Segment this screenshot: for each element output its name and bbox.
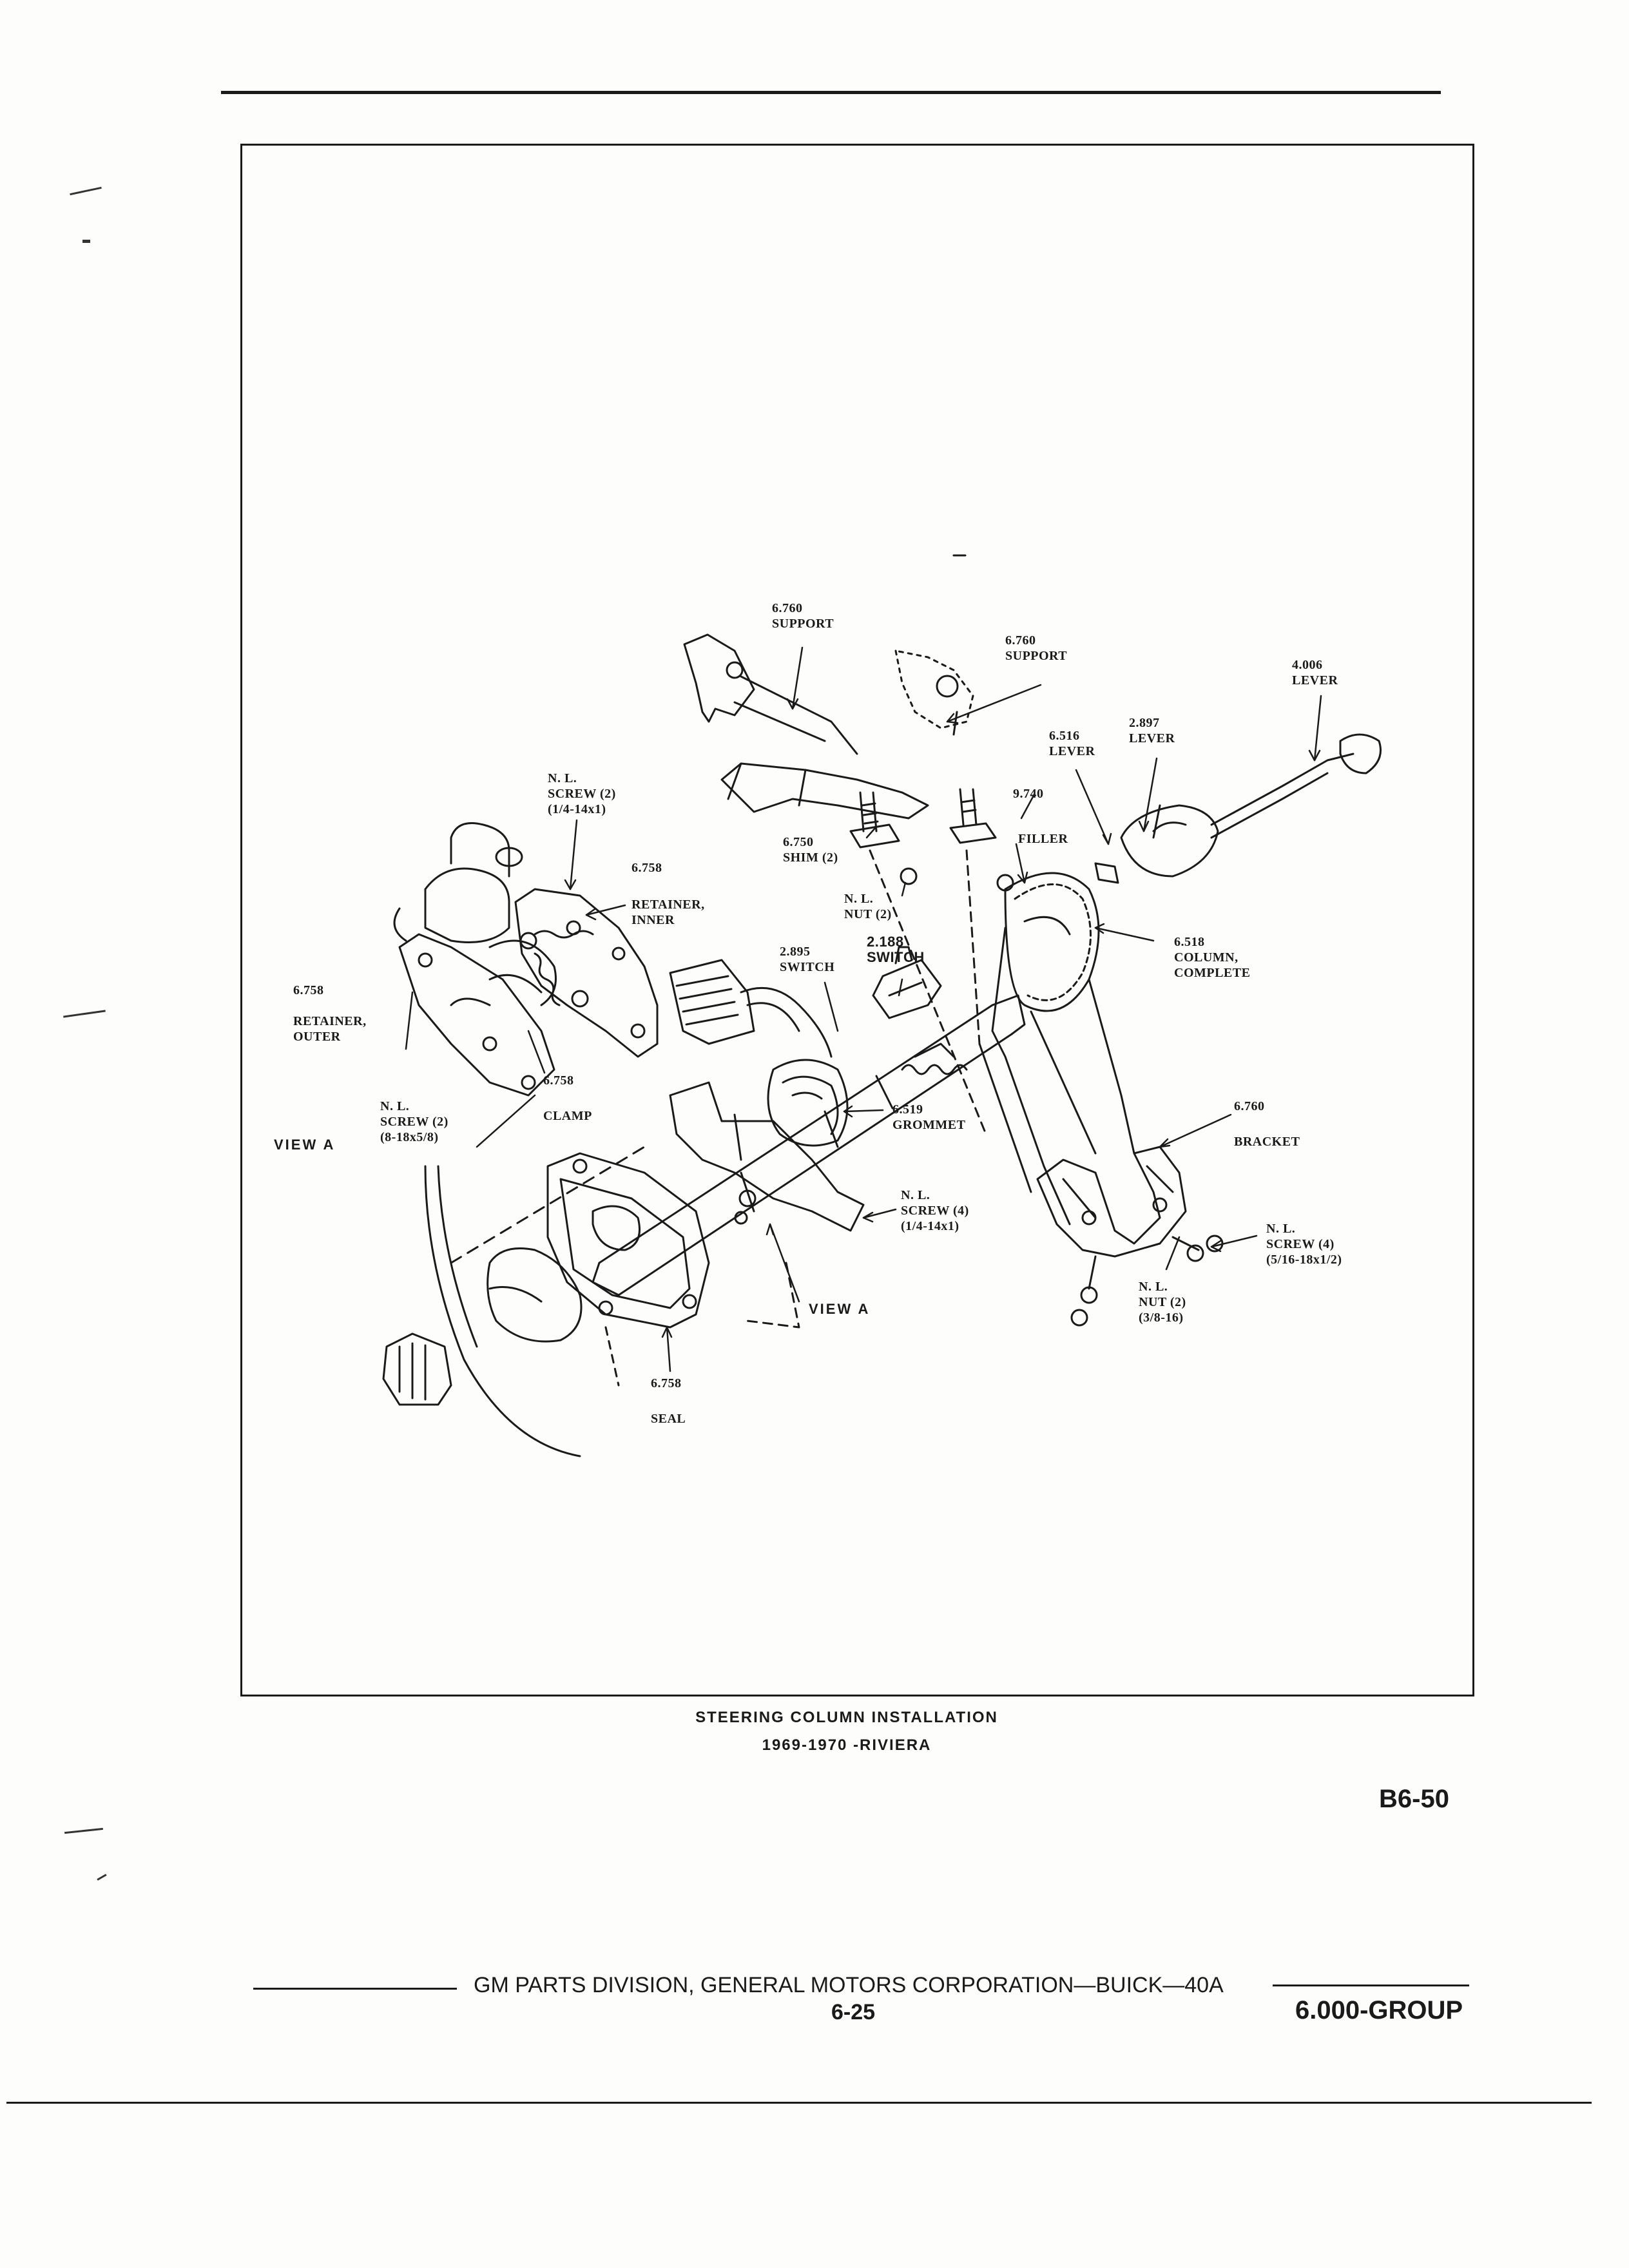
page-code: B6-50: [1379, 1785, 1449, 1813]
figure-caption-subtitle: 1969-1970 -RIVIERA: [762, 1736, 932, 1754]
stud-left: [859, 791, 878, 832]
firewall-plate: [546, 1152, 710, 1329]
lower-bracket: [1036, 1146, 1224, 1327]
callout-6758-seal: 6.758: [651, 1376, 682, 1390]
floor-curve: [424, 1165, 581, 1457]
callout-nl-screw-4-right: N. L.SCREW (4)(5/16-18x1/2): [1266, 1222, 1342, 1267]
lower-opening: [487, 1247, 583, 1343]
footer-publisher: GM PARTS DIVISION, GENERAL MOTORS CORPOR…: [474, 1973, 1224, 1997]
scan-mark: [82, 240, 90, 243]
shim-right: [949, 822, 997, 844]
footer-rule-left: [253, 1988, 457, 1990]
callout-nl-screw-inner: N. L.SCREW (2)(1/4-14x1): [548, 771, 616, 816]
switch-block: [669, 959, 833, 1058]
callout-view-a-left: VIEW A: [274, 1137, 336, 1153]
top-rule: [221, 91, 1441, 94]
panel-brace: [720, 762, 929, 820]
callout-seal: SEAL: [651, 1412, 686, 1426]
switch-assembly: [872, 946, 942, 1019]
callout-bracket: BRACKET: [1234, 1135, 1300, 1149]
steering-shaft-stub: [393, 822, 523, 943]
callout-nl-screw-4-center: N. L.SCREW (4)(1/4-14x1): [901, 1188, 969, 1233]
upper-support-right: [894, 649, 974, 736]
callout-6758-clamp: 6.758: [543, 1073, 574, 1088]
footer-group: 6.000-GROUP: [1295, 1996, 1463, 2024]
figure-caption-title: STEERING COLUMN INSTALLATION: [695, 1709, 998, 1726]
clamp: [482, 932, 589, 1052]
callout-6760-bracket: 6.760: [1234, 1099, 1265, 1113]
shift-lever: [1094, 733, 1382, 884]
callout-retainer-inner: RETAINER,INNER: [631, 898, 705, 927]
lower-mount-plate: [669, 1081, 865, 1232]
nut: [900, 867, 918, 885]
callout-nl-nut-bottom: N. L.NUT (2)(3/8-16): [1139, 1280, 1186, 1325]
lower-pedal: [382, 1332, 452, 1406]
callout-6758-inner: 6.758: [631, 861, 662, 875]
callout-filler: FILLER: [1018, 832, 1068, 846]
retainer-outer: [398, 933, 557, 1097]
leader-lines: [405, 646, 1322, 1372]
retainer-inner: [514, 888, 659, 1058]
bottom-rule: [6, 2102, 1592, 2104]
footer-page-number: 6-25: [831, 2000, 876, 2024]
upper-support-left: [683, 633, 858, 755]
callout-clamp: CLAMP: [543, 1109, 592, 1123]
callout-nl-screw-view-a: N. L.SCREW (2)(8-18x5/8): [380, 1099, 448, 1144]
callout-9740: 9.740: [1013, 787, 1044, 801]
callout-nl-nut-top: N. L.NUT (2): [844, 892, 892, 921]
callout-view-a-center: VIEW A: [809, 1301, 871, 1317]
footer-rule-right: [1273, 1984, 1469, 1986]
column-complete: [978, 872, 1135, 1225]
grommet: [767, 1059, 849, 1147]
figure-frame: [240, 144, 1474, 1696]
